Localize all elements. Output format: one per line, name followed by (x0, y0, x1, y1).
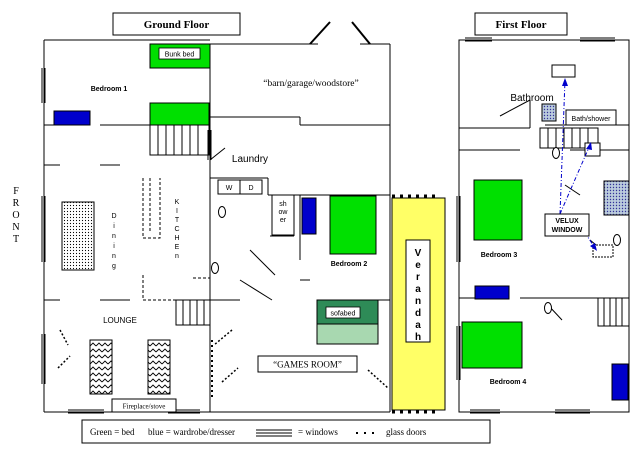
svg-text:sofabed: sofabed (331, 311, 356, 318)
svg-text:F: F (13, 186, 19, 197)
svg-text:WINDOW: WINDOW (552, 227, 583, 234)
dining-table (61, 201, 95, 271)
bedroom4-wardrobe (611, 363, 629, 401)
svg-text:a: a (415, 320, 421, 331)
svg-text:D: D (111, 213, 116, 220)
svg-text:“GAMES ROOM”: “GAMES ROOM” (273, 360, 342, 370)
dryer: D (239, 179, 263, 195)
dining-label: D i n i n g (111, 213, 116, 270)
svg-text:Ground Floor: Ground Floor (144, 19, 210, 31)
bedroom3-wardrobe (474, 285, 510, 300)
svg-text:O: O (12, 210, 19, 221)
bedroom1-wardrobe (53, 110, 91, 126)
svg-text:W: W (226, 185, 233, 192)
svg-text:Fireplace/stove: Fireplace/stove (123, 403, 166, 411)
velux-label: VELUX WINDOW (544, 213, 590, 237)
svg-text:Bunk bed: Bunk bed (165, 52, 195, 59)
velux-window-mid (584, 142, 601, 157)
kitchen-label: K I T C H E n (174, 199, 179, 260)
svg-text:Bath/shower: Bath/shower (572, 116, 612, 123)
svg-text:blue = wardrobe/dresser: blue = wardrobe/dresser (148, 427, 235, 437)
washer: W (217, 179, 241, 195)
legend: Green = bed blue = wardrobe/dresser = wi… (81, 419, 491, 444)
svg-text:e: e (415, 260, 421, 271)
bedroom3-wardrobe-top (603, 180, 630, 216)
stairs-ground-2 (175, 299, 211, 326)
shower: sh ow er (271, 194, 295, 236)
bedroom3-label: Bedroom 3 (481, 252, 518, 259)
svg-text:Bathroom: Bathroom (510, 93, 553, 104)
svg-text:I: I (176, 208, 178, 215)
stairs-first-2 (597, 297, 630, 327)
bathroom-label: Bathroom (510, 93, 553, 104)
first-floor-title: First Floor (474, 12, 568, 36)
svg-text:E: E (175, 244, 180, 251)
svg-text:V: V (415, 248, 422, 259)
svg-text:H: H (174, 235, 179, 242)
sofabed: sofabed (316, 299, 379, 345)
laundry-wardrobe (301, 197, 317, 235)
svg-text:Green = bed: Green = bed (90, 427, 135, 437)
svg-text:n: n (415, 296, 421, 307)
svg-text:= windows: = windows (298, 427, 338, 437)
games-room-label: “GAMES ROOM” (257, 355, 358, 373)
lounge-sofa-2 (147, 339, 171, 395)
svg-text:n: n (112, 253, 116, 260)
bedroom4-bed (461, 321, 523, 369)
svg-text:D: D (248, 185, 253, 192)
svg-text:d: d (415, 308, 421, 319)
bunk-bed: Bunk bed (149, 43, 211, 69)
stairs-ground-1 (149, 124, 210, 156)
svg-text:n: n (112, 233, 116, 240)
bathroom-basin-tile (541, 103, 557, 122)
laundry-label: Laundry (232, 154, 268, 165)
svg-text:ow: ow (279, 209, 289, 216)
svg-text:glass doors: glass doors (386, 427, 427, 437)
glass-doors-ground (57, 194, 440, 414)
bedroom2-bed (329, 195, 377, 255)
velux-window-bottom (592, 244, 614, 258)
svg-text:K: K (175, 199, 180, 206)
velux-arrowheads (562, 78, 597, 251)
svg-text:R: R (13, 198, 20, 209)
svg-text:T: T (13, 234, 19, 245)
svg-text:h: h (415, 332, 421, 343)
toilet-ground (211, 262, 219, 274)
svg-text:i: i (113, 243, 115, 250)
velux-window-top (551, 64, 576, 78)
svg-text:VELUX: VELUX (555, 218, 579, 225)
verandah: V e r a n d a h (391, 197, 446, 411)
svg-text:i: i (113, 223, 115, 230)
svg-text:C: C (174, 226, 179, 233)
svg-text:a: a (415, 284, 421, 295)
toilet-first-1 (552, 147, 560, 159)
bedroom4-label: Bedroom 4 (490, 379, 527, 386)
lounge-sofa-1 (89, 339, 113, 395)
velux-arrows (559, 79, 596, 249)
svg-text:n: n (175, 253, 179, 260)
svg-text:First Floor: First Floor (495, 19, 546, 31)
bedroom2-label: Bedroom 2 (331, 261, 368, 268)
toilet-laundry (218, 206, 226, 218)
bedroom3-bed (473, 179, 523, 241)
ground-floor-title: Ground Floor (112, 12, 241, 36)
svg-text:g: g (112, 263, 116, 270)
fireplace: Fireplace/stove (111, 398, 177, 413)
svg-text:r: r (416, 272, 420, 283)
svg-text:N: N (12, 222, 19, 233)
svg-text:sh: sh (279, 201, 287, 208)
bedroom1-bed (149, 102, 210, 126)
ground-floor-walls (43, 21, 391, 413)
windows-first (456, 37, 615, 414)
svg-text:er: er (280, 217, 287, 224)
barn-label: “barn/garage/woodstore” (263, 79, 358, 89)
lounge-label: LOUNGE (103, 316, 137, 325)
front-label: F R O N T (12, 186, 19, 245)
toilet-first-3 (544, 302, 552, 314)
bedroom1-label: Bedroom 1 (91, 86, 128, 93)
svg-text:T: T (175, 217, 180, 224)
toilet-first-2 (613, 234, 621, 246)
bath-shower: Bath/shower (565, 109, 617, 126)
